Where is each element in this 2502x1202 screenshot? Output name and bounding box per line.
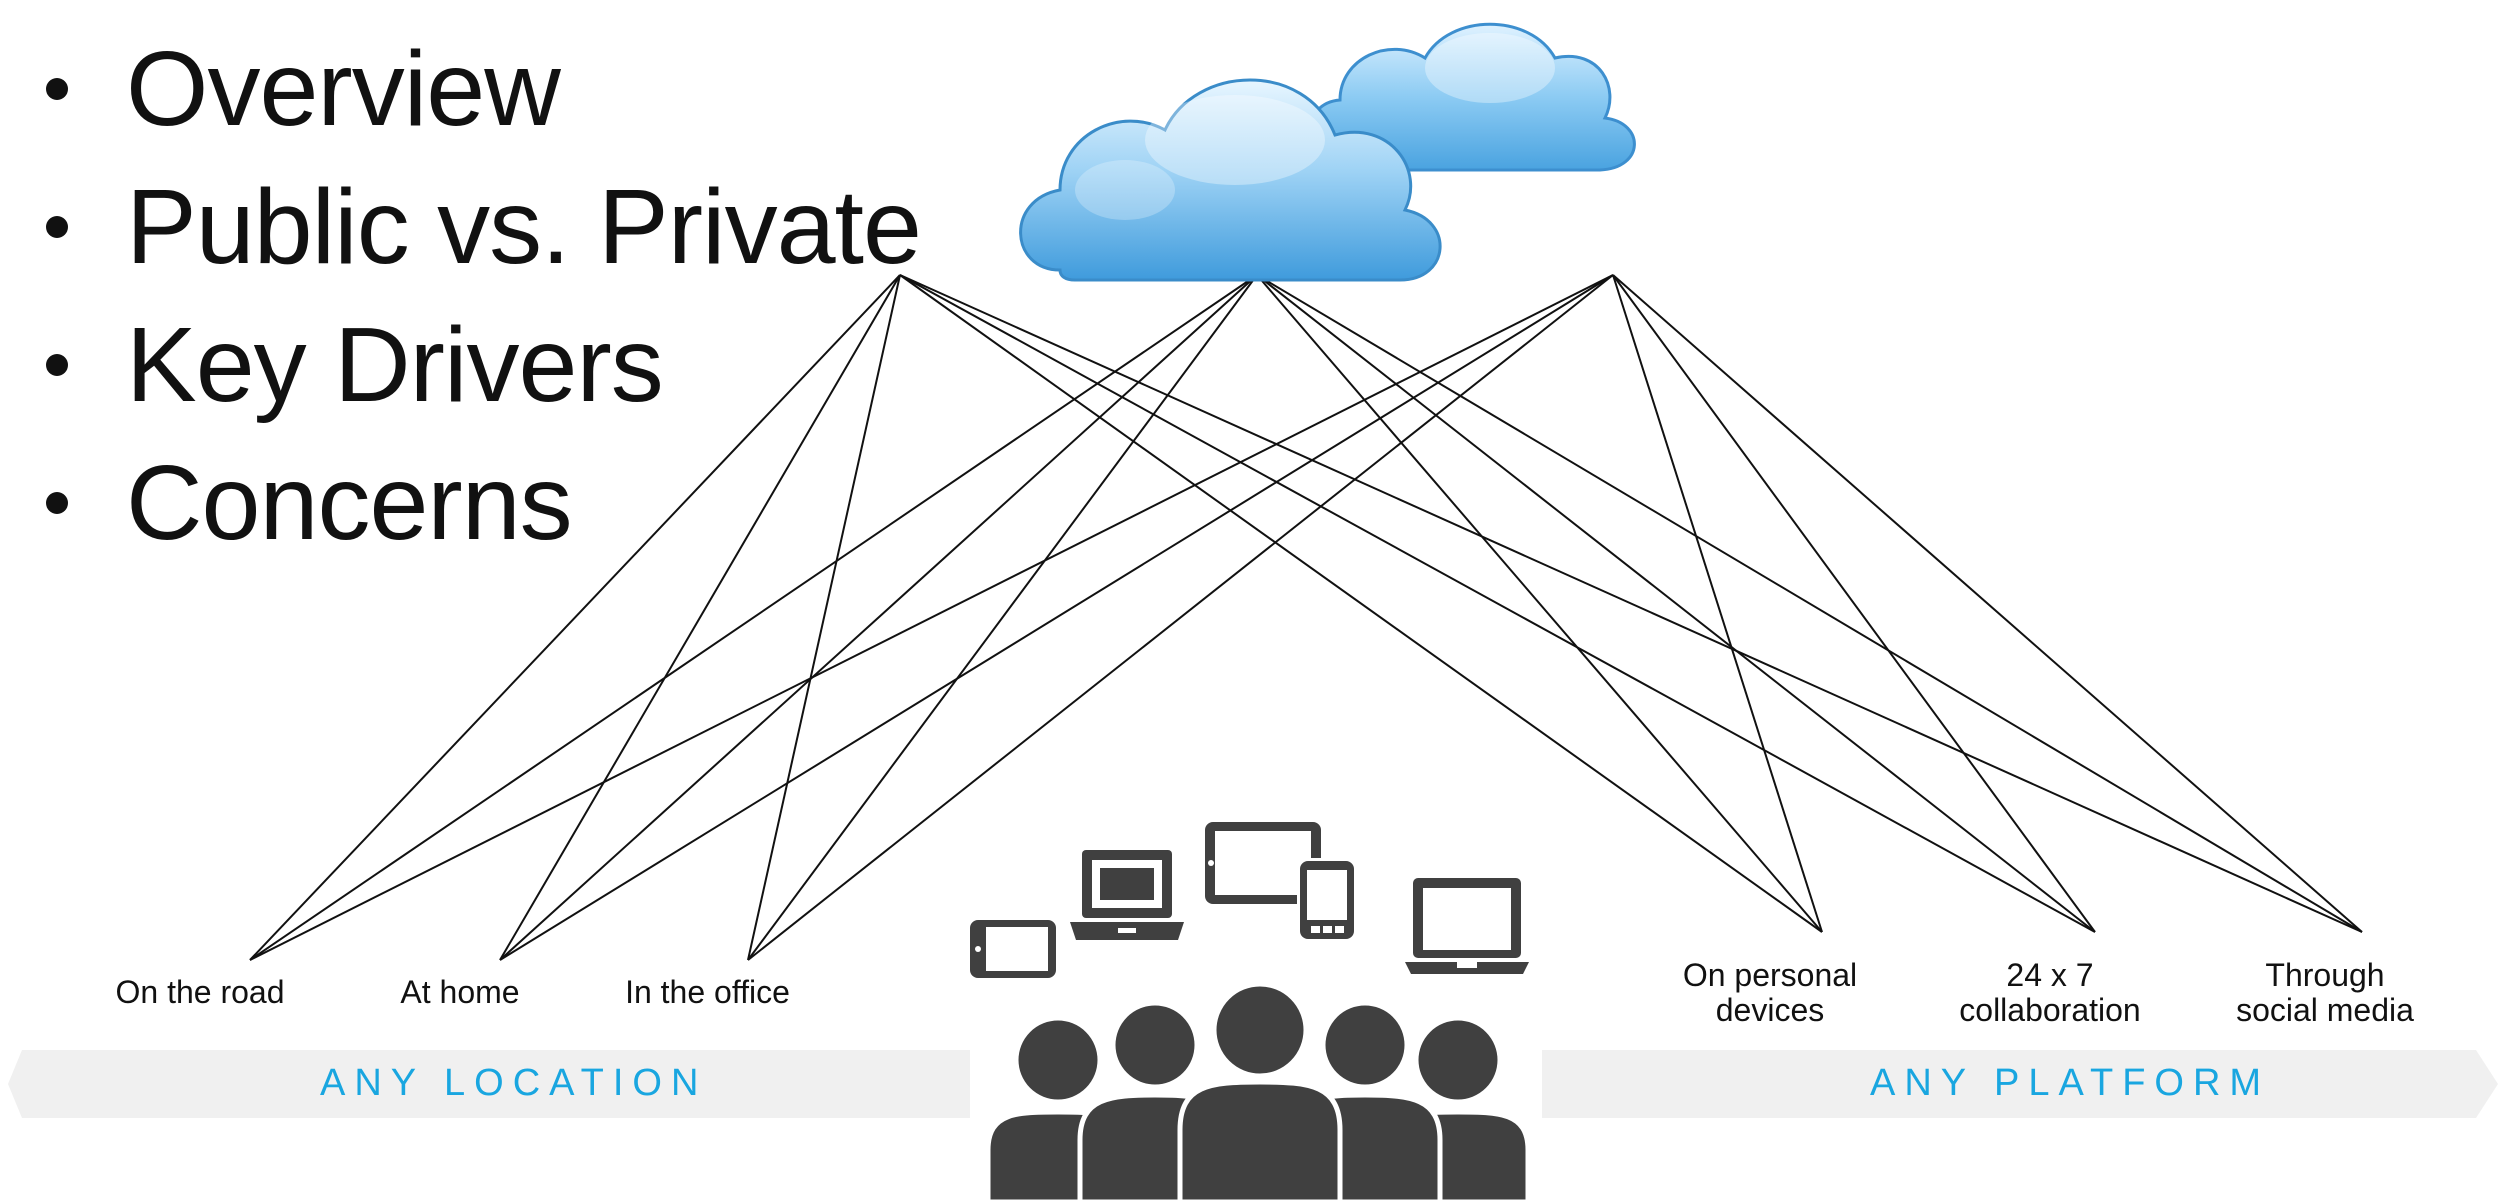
label-on-personal-devices: On personal devices <box>1682 957 1858 1028</box>
label-through-social-media: Through social media <box>2236 957 2414 1028</box>
bullet-dot-icon <box>46 354 68 376</box>
bullet-text: Public vs. Private <box>126 167 922 286</box>
bullet-key-drivers: Key Drivers <box>30 296 921 434</box>
any-platform-text: ANY PLATFORM <box>1870 1062 2271 1104</box>
connection-lines <box>249 274 2363 961</box>
bullet-concerns: Concerns <box>30 434 921 572</box>
bullet-text: Concerns <box>126 443 573 562</box>
bullet-dot-icon <box>46 78 68 100</box>
label-on-the-road: On the road <box>115 974 285 1010</box>
label-24x7-collaboration: 24 x 7 collaboration <box>1959 957 2141 1028</box>
cloud-icon <box>1019 22 1636 282</box>
label-in-the-office: In the office <box>625 974 790 1010</box>
any-platform-band <box>1542 1050 2498 1118</box>
bullet-public-vs-private: Public vs. Private <box>30 158 922 296</box>
tablet-portrait-icon <box>1205 822 1321 904</box>
label-at-home: At home <box>400 974 520 1010</box>
laptop-icon <box>1070 850 1184 940</box>
laptop-open-icon <box>1405 878 1529 974</box>
bullet-text: Overview <box>126 29 561 148</box>
any-location-band <box>8 1050 970 1118</box>
any-location-text: ANY LOCATION <box>320 1062 708 1104</box>
smartphone-icon <box>1297 858 1357 942</box>
tablet-icon <box>970 920 1056 978</box>
agenda-bullet-list: Overview Public vs. Private Key Drivers … <box>30 20 922 572</box>
bullet-text: Key Drivers <box>126 305 664 424</box>
bullet-overview: Overview <box>30 20 921 158</box>
bullet-dot-icon <box>46 492 68 514</box>
people-group-icon <box>985 981 1531 1202</box>
bullet-dot-icon <box>46 216 68 238</box>
